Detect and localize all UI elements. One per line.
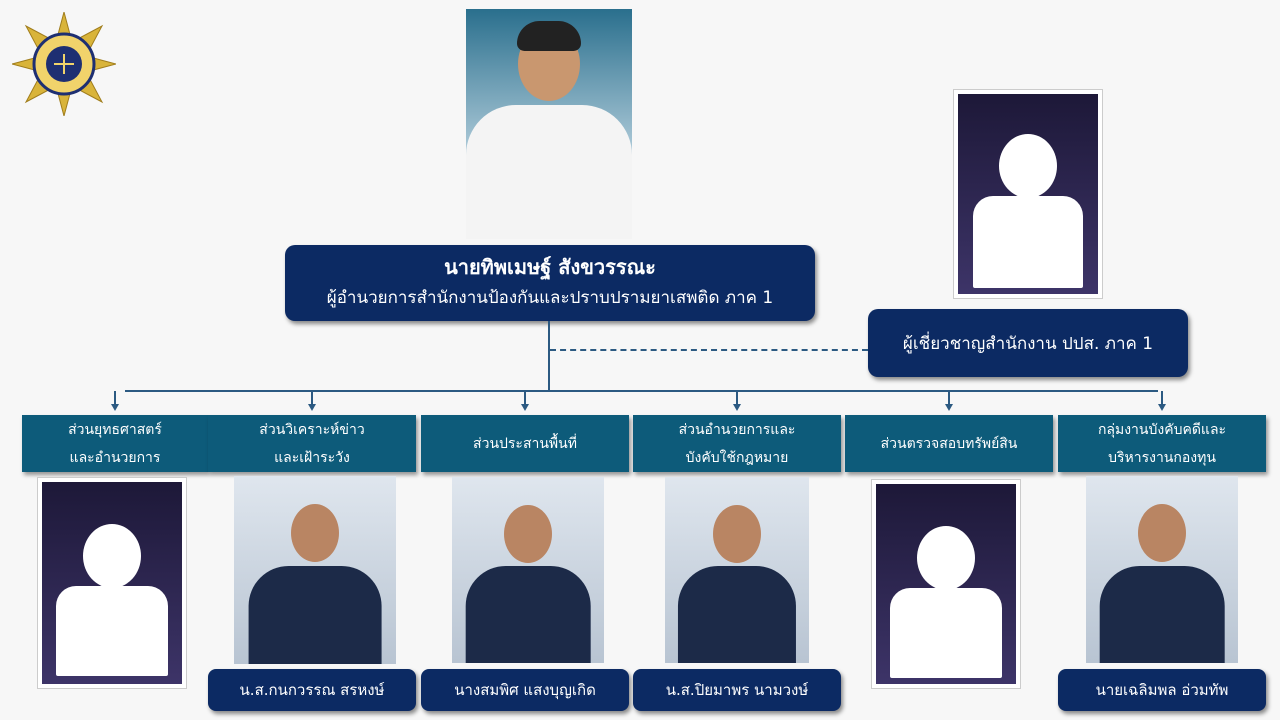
connector-vertical (548, 321, 550, 391)
person-name: น.ส.กนกวรรณ สรหงษ์ (239, 681, 385, 699)
expert-photo-placeholder (953, 89, 1103, 299)
person-photo-placeholder (871, 479, 1021, 689)
arrow-down-icon (521, 404, 529, 411)
division-box: ส่วนอำนวยการและ บังคับใช้กฎหมาย (633, 415, 841, 472)
division-box: ส่วนประสานพื้นที่ (421, 415, 629, 472)
division-line1: ส่วนประสานพื้นที่ (473, 435, 577, 452)
connector-horizontal (125, 390, 1158, 392)
arrow-down-icon (1158, 404, 1166, 411)
person-photo (452, 477, 604, 663)
division-line1: ส่วนวิเคราะห์ข่าว (259, 421, 365, 438)
arrow-down-icon (111, 404, 119, 411)
connector-drop (114, 391, 116, 405)
division-line2: บังคับใช้กฎหมาย (685, 449, 789, 466)
division-line2: บริหารงานกองทุน (1108, 449, 1216, 466)
division-line2: และเฝ้าระวัง (274, 449, 350, 466)
expert-title: ผู้เชี่ยวชาญสำนักงาน ปปส. ภาค 1 (902, 333, 1154, 354)
director-name: นายทิพเมษฐ์ สังขวรรณะ (444, 255, 656, 279)
connector-drop (736, 391, 738, 405)
person-name: นางสมพิศ แสงบุญเกิด (454, 681, 596, 699)
person-name-card: น.ส.กนกวรรณ สรหงษ์ (208, 669, 416, 711)
person-name-card: น.ส.ปิยมาพร นามวงษ์ (633, 669, 841, 711)
person-name: นายเฉลิมพล อ่วมทัพ (1095, 681, 1229, 699)
director-title: ผู้อำนวยการสำนักงานป้องกันและปราบปรามยาเ… (326, 288, 774, 308)
person-photo (1086, 476, 1238, 663)
arrow-down-icon (308, 404, 316, 411)
director-card: นายทิพเมษฐ์ สังขวรรณะ ผู้อำนวยการสำนักงา… (285, 245, 815, 321)
division-box: ส่วนตรวจสอบทรัพย์สิน (845, 415, 1053, 472)
division-line1: ส่วนอำนวยการและ (678, 421, 796, 438)
onCB-logo (12, 12, 116, 116)
expert-card: ผู้เชี่ยวชาญสำนักงาน ปปส. ภาค 1 (868, 309, 1188, 377)
arrow-down-icon (945, 404, 953, 411)
person-photo (665, 477, 809, 663)
arrow-down-icon (733, 404, 741, 411)
division-line1: ส่วนยุทธศาสตร์ (68, 421, 162, 438)
division-box: ส่วนวิเคราะห์ข่าว และเฝ้าระวัง (208, 415, 416, 472)
person-photo (234, 476, 396, 664)
connector-drop (1161, 391, 1163, 405)
person-name: น.ส.ปิยมาพร นามวงษ์ (665, 681, 809, 699)
person-name-card: นางสมพิศ แสงบุญเกิด (421, 669, 629, 711)
person-name-card: นายเฉลิมพล อ่วมทัพ (1058, 669, 1266, 711)
person-photo-placeholder (37, 477, 187, 689)
division-box: กลุ่มงานบังคับคดีและ บริหารงานกองทุน (1058, 415, 1266, 472)
connector-drop (524, 391, 526, 405)
connector-drop (311, 391, 313, 405)
division-box: ส่วนยุทธศาสตร์ และอำนวยการ (22, 415, 208, 472)
director-photo (466, 9, 632, 239)
connector-drop (948, 391, 950, 405)
division-line1: ส่วนตรวจสอบทรัพย์สิน (880, 435, 1018, 452)
connector-dashed (550, 349, 868, 351)
division-line2: และอำนวยการ (69, 449, 161, 466)
division-line1: กลุ่มงานบังคับคดีและ (1097, 421, 1227, 438)
